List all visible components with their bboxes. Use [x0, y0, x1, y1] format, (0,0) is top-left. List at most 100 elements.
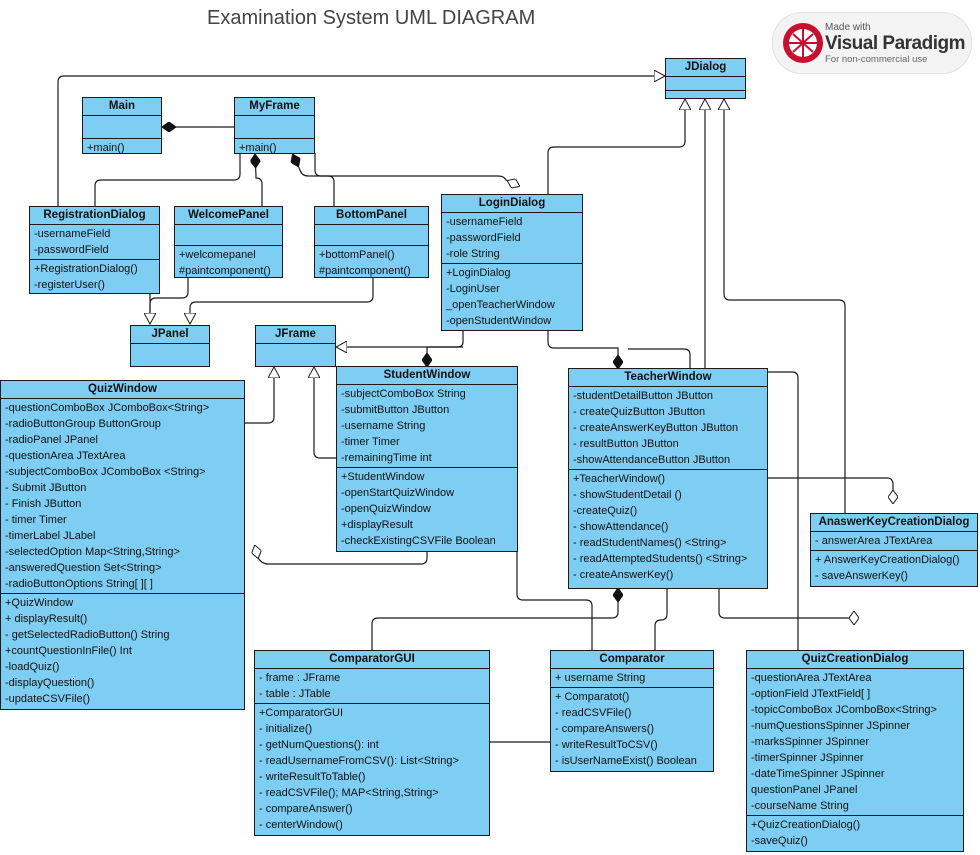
class-member: -timer Timer: [341, 436, 400, 448]
class-member: -createQuiz(): [573, 505, 638, 517]
class-member: +QuizCreationDialog(): [751, 819, 861, 831]
class-member: - isUserNameExist() Boolean: [555, 755, 697, 767]
class-member: - readStudentNames() <String>: [573, 537, 727, 549]
class-member: + AnswerKeyCreationDialog(): [815, 554, 960, 566]
class-member: - Submit JButton: [5, 482, 87, 494]
class-name: QuizWindow: [1, 381, 244, 399]
class-name: AnaswerKeyCreationDialog: [811, 514, 977, 532]
class-teacherwindow[interactable]: TeacherWindow -studentDetailButton JButt…: [568, 368, 768, 589]
class-myframe[interactable]: MyFrame +main(): [234, 97, 315, 154]
teacherwindow-login-composition: [547, 331, 618, 368]
class-body: [131, 344, 209, 360]
class-member: - answerArea JTextArea: [815, 535, 933, 547]
class-member: -openQuizWindow: [341, 503, 431, 515]
class-member: -marksSpinner JSpinner: [751, 736, 869, 748]
class-member: - compareAnswers(): [555, 723, 655, 735]
class-member: -courseName String: [751, 800, 849, 812]
class-attributes: [666, 77, 745, 91]
class-member: -remainingTime int: [341, 452, 432, 464]
class-member: - writeResultToTable(): [259, 771, 366, 783]
class-name: WelcomePanel: [175, 207, 282, 225]
class-member: -passwordField: [446, 232, 521, 244]
class-member: - centerWindow(): [259, 819, 343, 831]
teacher-comparator-link: [654, 588, 668, 650]
class-studentwindow[interactable]: StudentWindow -subjectComboBox String -s…: [336, 366, 518, 552]
class-member: - showAttendance(): [573, 521, 669, 533]
class-attributes: - frame : JFrame - table : JTable: [255, 669, 489, 704]
class-member: -usernameField: [34, 228, 111, 240]
class-jframe[interactable]: JFrame: [255, 325, 336, 367]
class-member: -answeredQuestion Set<String>: [5, 562, 162, 574]
welcome-jpanel-generalization: [150, 278, 189, 324]
class-member: -questionArea JTextArea: [5, 450, 126, 462]
class-member: +ComparatorGUI: [259, 707, 344, 719]
class-member: -optionField JTextField[ ]: [751, 688, 871, 700]
class-methods: +QuizWindow + displayResult() - getSelec…: [1, 594, 244, 708]
class-member: - createAnswerKeyButton JButton: [573, 422, 739, 434]
class-member: -topicComboBox JComboBox<String>: [751, 704, 937, 716]
class-member: +countQuestionInFile() Int: [5, 645, 132, 657]
class-name: Comparator: [551, 651, 713, 669]
myframe-login-aggregation: [314, 153, 519, 186]
class-methods: [666, 91, 745, 103]
login-jframe-link: [336, 331, 464, 347]
class-main[interactable]: Main +main(): [82, 97, 162, 154]
class-comparator[interactable]: Comparator + username String + Comparato…: [550, 650, 714, 772]
watermark-made-with: Made with: [825, 22, 871, 33]
class-member: -questionComboBox JComboBox<String>: [5, 402, 210, 414]
class-member: -LoginUser: [446, 283, 500, 295]
class-logindialog[interactable]: LoginDialog -usernameField -passwordFiel…: [441, 194, 583, 331]
class-member: -usernameField: [446, 216, 523, 228]
class-jdialog[interactable]: JDialog: [665, 58, 746, 99]
class-member: + Comparatot(): [555, 691, 630, 703]
class-attributes: + username String: [551, 669, 713, 688]
class-methods: +main(): [83, 139, 161, 157]
class-attributes: [83, 116, 161, 139]
watermark-brand: Visual Paradigm: [825, 33, 966, 54]
class-anaswerkeycreationdialog[interactable]: AnaswerKeyCreationDialog - answerArea JT…: [810, 513, 978, 587]
class-member: - saveAnswerKey(): [815, 570, 908, 582]
class-member: - Finish JButton: [5, 498, 82, 510]
class-member: questionPanel JPanel: [751, 784, 858, 796]
class-methods: +bottomPanel() #paintcomponent(): [315, 246, 428, 280]
class-member: #paintcomponent(): [319, 265, 411, 277]
class-member: +QuizWindow: [5, 597, 74, 609]
class-attributes: -questionArea JTextArea -optionField JTe…: [747, 669, 963, 816]
class-welcomepanel[interactable]: WelcomePanel +welcomepanel #paintcompone…: [174, 206, 283, 278]
class-member: - createQuizButton JButton: [573, 406, 706, 418]
teacher-quizcreation-aggregation: [718, 588, 854, 624]
class-attributes: -studentDetailButton JButton - createQui…: [569, 387, 767, 470]
class-member: - timer Timer: [5, 514, 67, 526]
class-attributes: -usernameField -passwordField: [30, 225, 159, 260]
class-methods: + AnswerKeyCreationDialog() - saveAnswer…: [811, 551, 977, 585]
class-name: StudentWindow: [337, 367, 517, 385]
class-name: TeacherWindow: [569, 369, 767, 387]
class-bottompanel[interactable]: BottomPanel +bottomPanel() #paintcompone…: [314, 206, 429, 278]
class-member: -submitButton JButton: [341, 404, 450, 416]
class-methods: +RegistrationDialog() -registerUser(): [30, 260, 159, 294]
class-member: - readCSVFile(): [555, 707, 632, 719]
class-member: - getNumQuestions(): int: [259, 739, 379, 751]
class-member: + username String: [555, 672, 646, 684]
class-member: -registerUser(): [34, 279, 105, 291]
class-member: _openTeacherWindow: [446, 299, 555, 311]
class-member: -role String: [446, 248, 500, 260]
class-member: - readCSVFile(); MAP<String,String>: [259, 787, 439, 799]
class-member: +bottomPanel(): [319, 249, 395, 261]
class-attributes: - answerArea JTextArea: [811, 532, 977, 551]
class-methods: +QuizCreationDialog() -saveQuiz(): [747, 816, 963, 850]
class-quizwindow[interactable]: QuizWindow -questionComboBox JComboBox<S…: [0, 380, 245, 710]
class-jpanel[interactable]: JPanel: [130, 325, 210, 367]
registration-jdialog-generalization: [57, 76, 665, 206]
class-attributes: [175, 225, 282, 246]
class-registrationdialog[interactable]: RegistrationDialog -usernameField -passw…: [29, 206, 160, 294]
visual-paradigm-watermark: Made with Visual Paradigm For non-commer…: [772, 12, 972, 74]
class-member: - getSelectedRadioButton() String: [5, 629, 170, 641]
visual-paradigm-logo-icon: [783, 23, 823, 63]
registration-myframe-link: [94, 153, 241, 206]
teacher-vertical-link: [628, 348, 691, 368]
class-quizcreationdialog[interactable]: QuizCreationDialog -questionArea JTextAr…: [746, 650, 964, 852]
class-member: +RegistrationDialog(): [34, 263, 138, 275]
class-comparatorgui[interactable]: ComparatorGUI - frame : JFrame - table :…: [254, 650, 490, 836]
